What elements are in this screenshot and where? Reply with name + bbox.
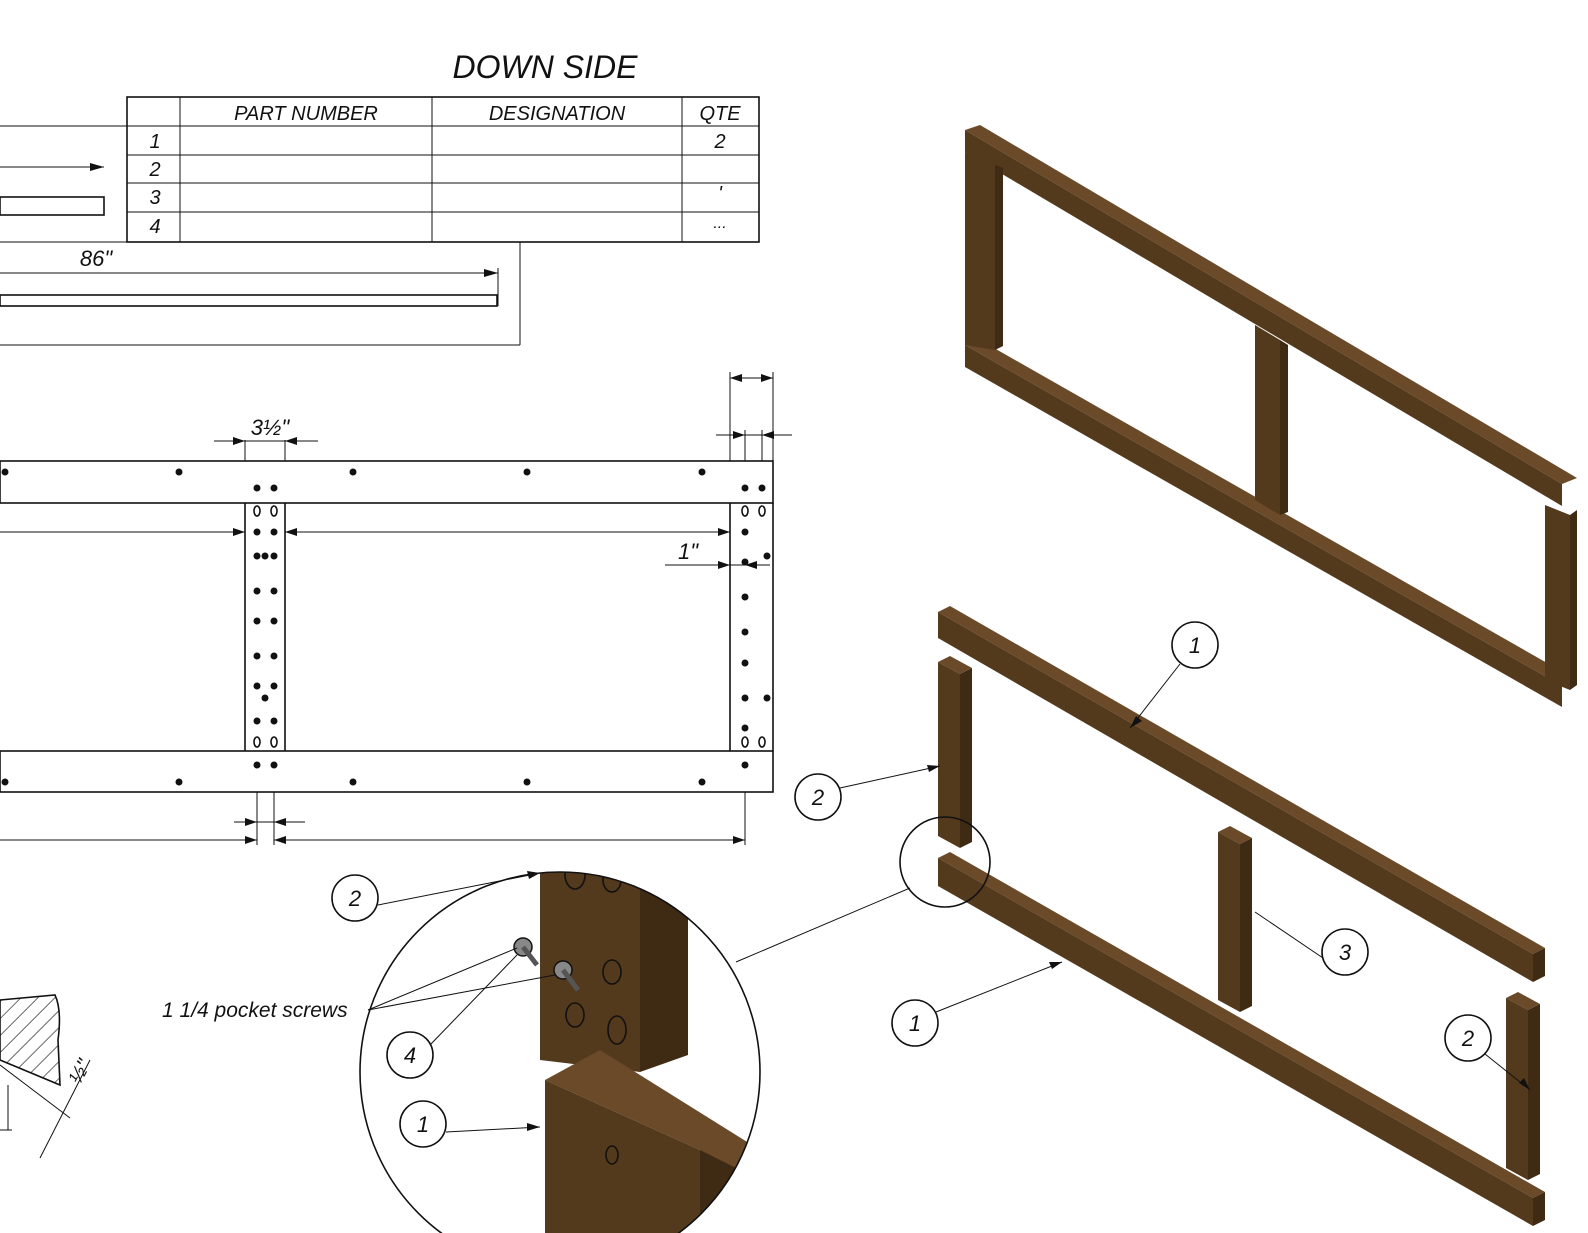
detail-callouts: 2 4 1 1/4 pocket screws 1 <box>162 871 556 1148</box>
edge-offset-dimension: 1" <box>678 539 699 564</box>
bom-table: PART NUMBER DESIGNATION QTE 1 2 3 4 2 ' … <box>126 96 760 243</box>
cut-list-panel: 86" <box>0 125 521 346</box>
pocket-section-detail: ½" <box>0 994 96 1159</box>
bom-row-number: 1 <box>149 131 160 153</box>
bom-row-number: 3 <box>149 187 160 209</box>
callout-balloon: 2 <box>811 785 824 810</box>
bom-header-qte: QTE <box>699 103 741 125</box>
callout-balloon: 4 <box>404 1043 416 1068</box>
frame-elevation: 3½" 1" <box>0 372 792 845</box>
assembled-frame-iso <box>965 125 1577 707</box>
callout-balloon: 1 <box>417 1112 429 1137</box>
bom-qte-cell: ' <box>718 183 723 205</box>
callout-balloon: 1 <box>1189 633 1201 658</box>
callout-balloon: 1 <box>909 1011 921 1036</box>
callout-balloon: 2 <box>348 886 361 911</box>
bom-row-number: 4 <box>149 216 160 238</box>
length-dimension: 86" <box>80 246 113 271</box>
bom-row-number: 2 <box>148 159 160 181</box>
pocket-screws-annotation: 1 1/4 pocket screws <box>162 999 348 1022</box>
rail-width-dimension: 3½" <box>251 415 291 440</box>
bom-qte-cell: 2 <box>713 131 725 153</box>
pocket-angle-dimension: ½" <box>65 1055 96 1087</box>
bom-header-part-number: PART NUMBER <box>234 103 378 125</box>
bom-qte-cell: ... <box>713 215 726 232</box>
exploded-callouts: 1 2 3 1 2 <box>794 621 1531 1091</box>
detail-view <box>359 871 911 1233</box>
drawing-title: DOWN SIDE <box>453 49 639 85</box>
exploded-parts-iso <box>899 606 1545 1226</box>
bom-header-designation: DESIGNATION <box>489 103 626 125</box>
callout-balloon: 2 <box>1461 1026 1474 1051</box>
callout-balloon: 3 <box>1339 940 1352 965</box>
